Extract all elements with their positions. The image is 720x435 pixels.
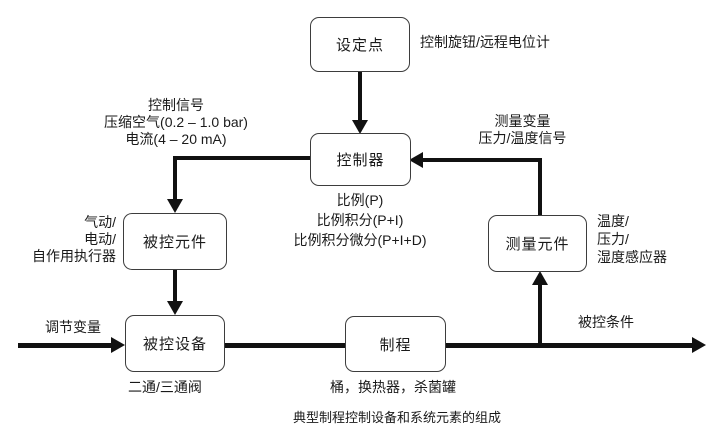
setpoint-note-label: 控制旋钮/远程电位计 [420, 34, 550, 50]
sensor-line1: 温度/ [597, 213, 629, 229]
setpoint-box-label: 设定点 [335, 37, 384, 54]
valve-note-label: 二通/三通阀 [128, 379, 202, 395]
measured-variable-label: 测量变量 压力/温度信号 [440, 113, 605, 147]
controller-modes-label: 比例(P) 比例积分(P+I) 比例积分微分(P+I+D) [250, 190, 470, 250]
process-box: 制程 [345, 316, 446, 372]
measured-variable-line1: 测量变量 [494, 113, 551, 129]
controlled-element-box-label: 被控元件 [142, 234, 207, 251]
process-note-label: 桶，换热器，杀菌罐 [330, 379, 456, 395]
flow-line-measuring-element-up [538, 158, 542, 216]
controller-modes-line2: 比例积分(P+I) [316, 212, 404, 228]
flow-line-manipulated-variable [18, 343, 112, 348]
arrowhead-right-controlled-condition [692, 337, 706, 353]
controlled-device-box: 被控设备 [125, 315, 225, 372]
arrowhead-left-into-controller [409, 152, 423, 168]
arrowhead-down-into-controller [352, 120, 368, 134]
measuring-element-box: 测量元件 [488, 215, 587, 272]
controller-box-label: 控制器 [336, 152, 385, 169]
sensor-line3: 湿度感应器 [597, 249, 667, 265]
flow-line-feedback-to-controller [423, 158, 542, 162]
flow-line-controlled-element-to-device [173, 270, 177, 302]
manipulated-variable-label: 调节变量 [45, 319, 101, 335]
diagram-caption: 典型制程控制设备和系统元素的组成 [292, 410, 501, 425]
control-signal-line2: 压缩空气(0.2 – 1.0 bar) [104, 114, 248, 130]
actuator-line3: 自作用执行器 [32, 248, 116, 264]
controller-modes-line3: 比例积分微分(P+I+D) [293, 232, 427, 248]
sensor-line2: 压力/ [597, 231, 629, 247]
flow-line-setpoint-to-controller [358, 71, 362, 122]
arrowhead-down-into-controlled-device [167, 301, 183, 315]
control-signal-line1: 控制信号 [148, 97, 204, 113]
flow-line-branch-to-measuring-element [538, 284, 542, 346]
flow-line-down-to-controlled-element [173, 156, 177, 201]
measured-variable-line2: 压力/温度信号 [478, 130, 567, 146]
setpoint-box: 设定点 [310, 17, 410, 72]
actuator-label: 气动/ 电动/ 自作用执行器 [20, 214, 116, 265]
actuator-line1: 气动/ [84, 214, 116, 230]
process-box-label: 制程 [379, 336, 412, 354]
controlled-device-box-label: 被控设备 [142, 336, 207, 353]
flow-line-device-to-process [225, 343, 345, 348]
flow-line-process-to-output [446, 343, 693, 348]
arrowhead-down-into-controlled-element [167, 199, 183, 213]
control-signal-line3: 电流(4 – 20 mA) [125, 131, 227, 147]
controller-modes-line1: 比例(P) [336, 192, 384, 208]
controlled-element-box: 被控元件 [123, 213, 227, 270]
measuring-element-box-label: 测量元件 [505, 236, 570, 253]
arrowhead-up-into-measuring-element [532, 271, 548, 285]
sensor-label: 温度/ 压力/ 湿度感应器 [597, 212, 667, 266]
flow-line-controller-left [173, 156, 312, 160]
controlled-condition-label: 被控条件 [578, 314, 634, 330]
actuator-line2: 电动/ [84, 231, 116, 247]
control-signal-label: 控制信号 压缩空气(0.2 – 1.0 bar) 电流(4 – 20 mA) [86, 97, 266, 148]
arrowhead-right-into-controlled-device [111, 337, 125, 353]
controller-box: 控制器 [310, 133, 411, 186]
